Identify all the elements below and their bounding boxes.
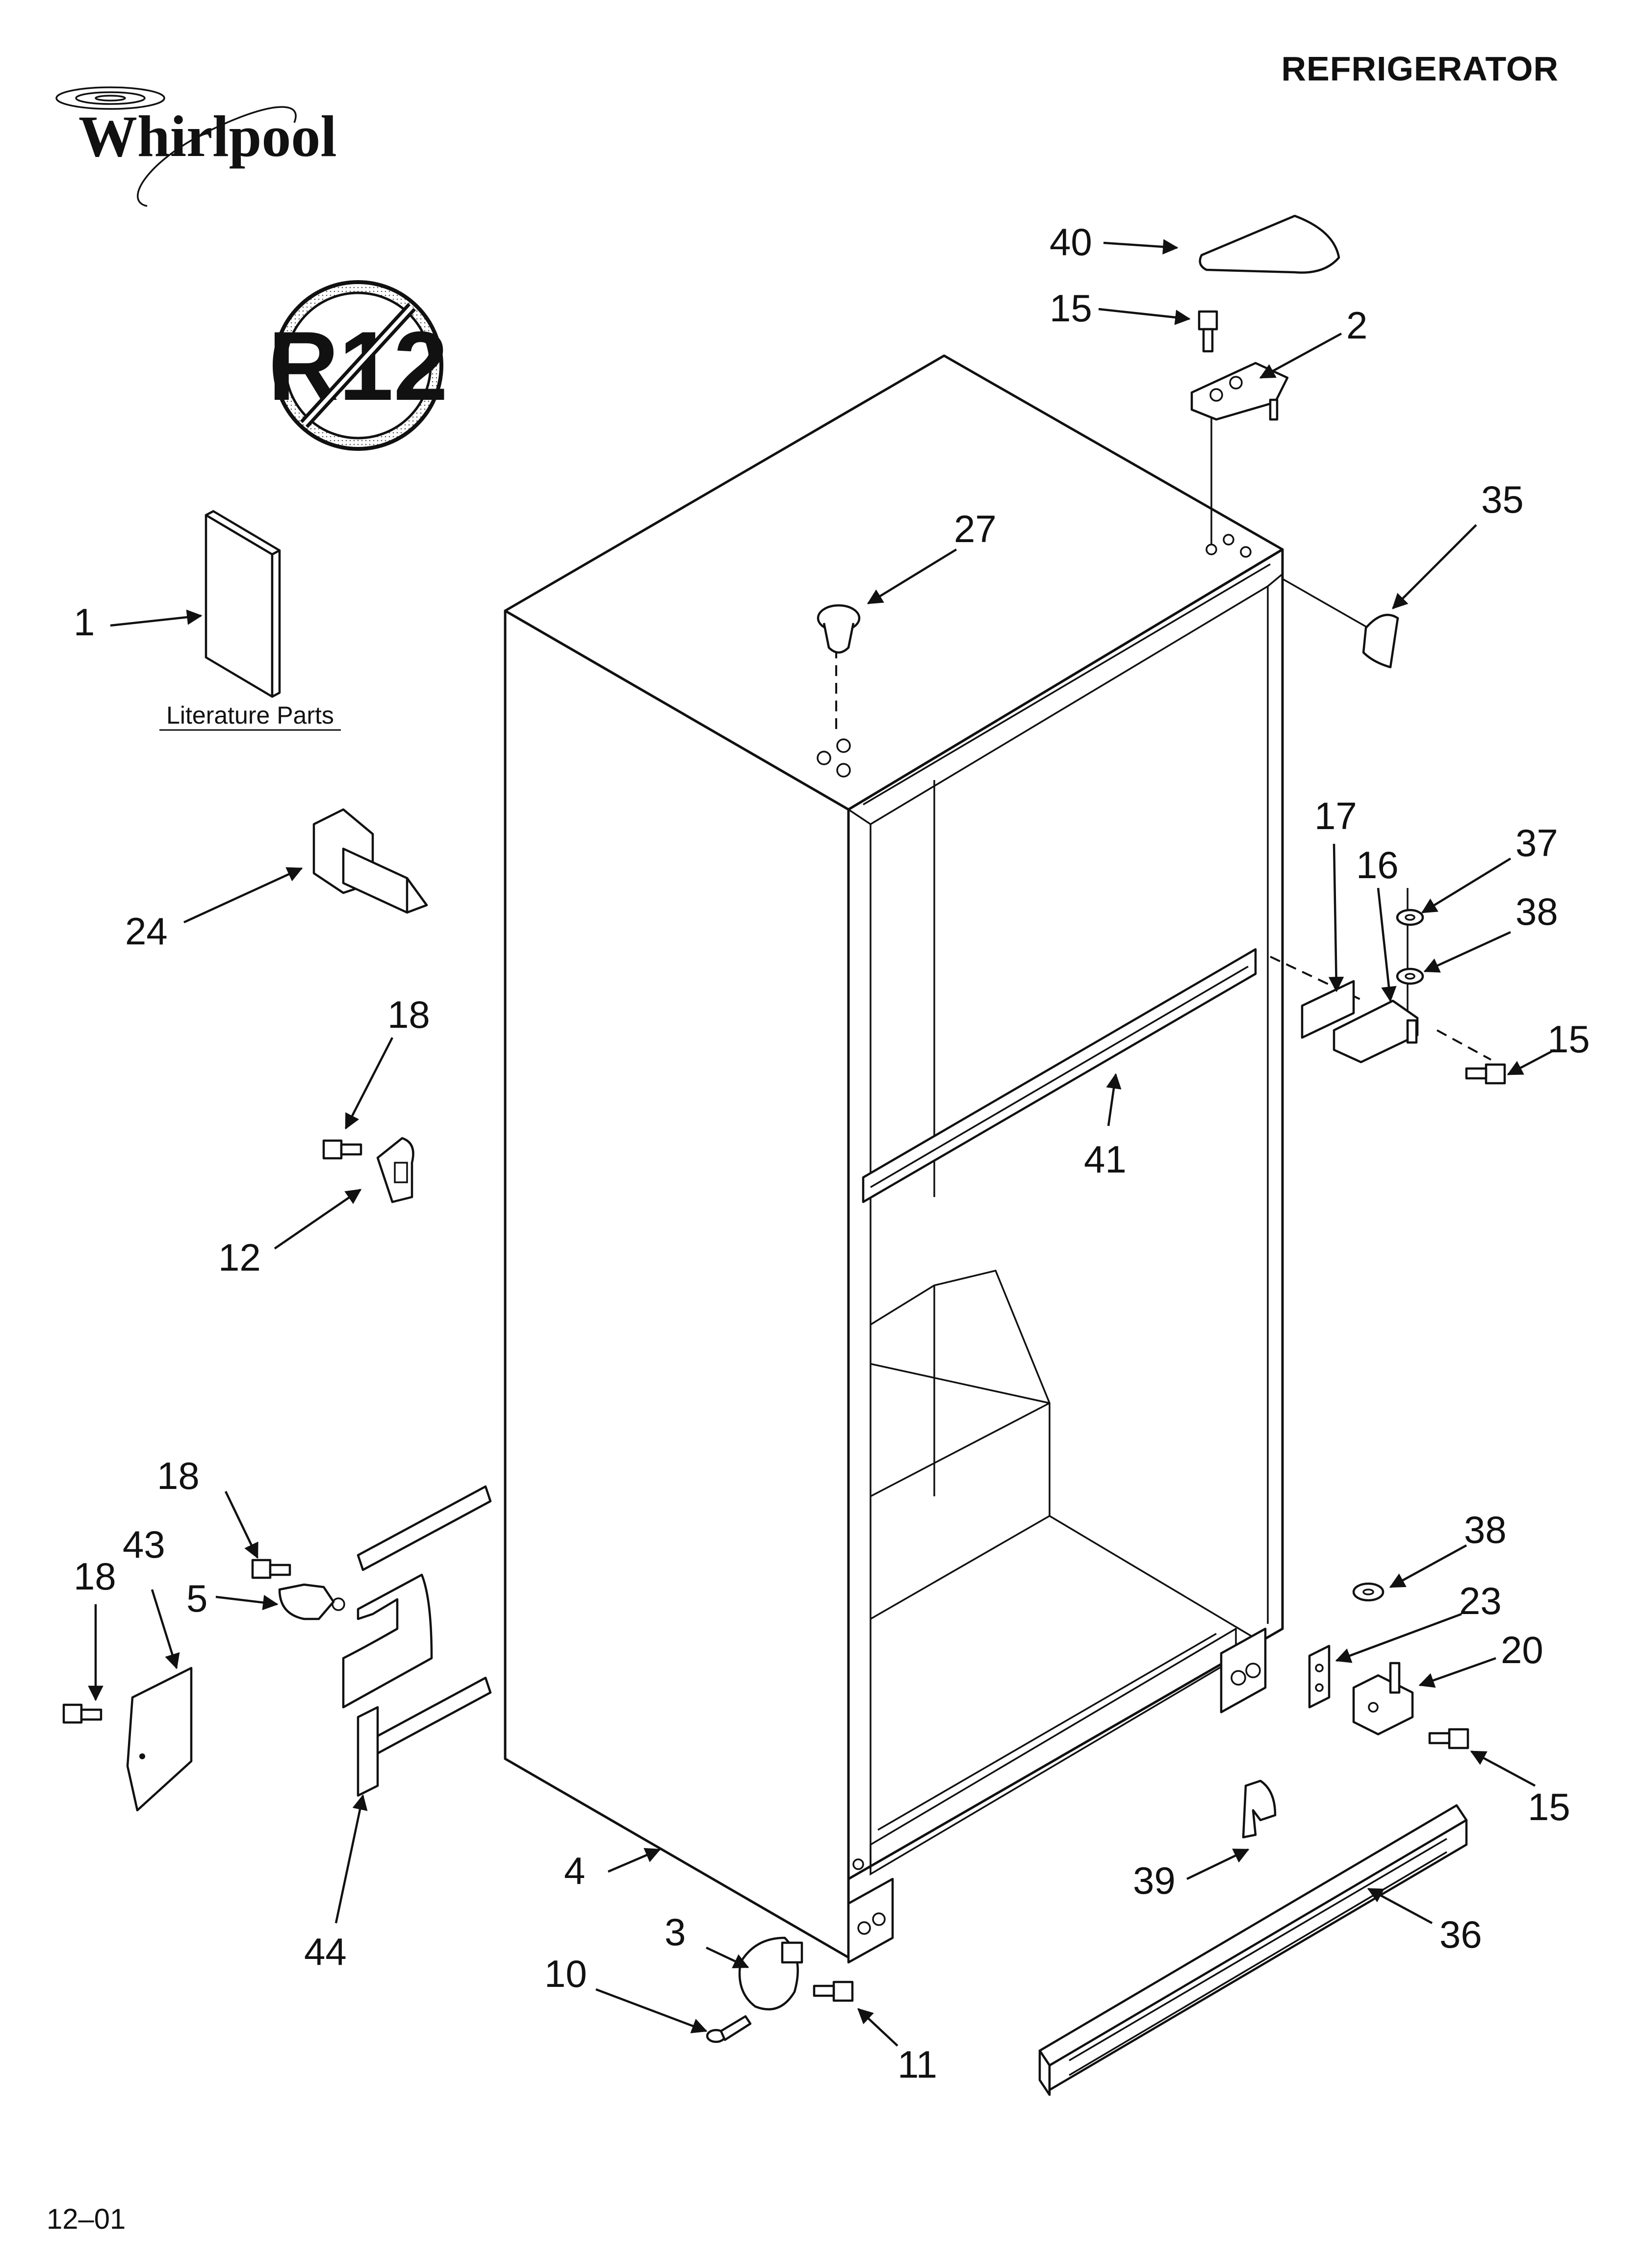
cover-35-guide <box>1282 578 1369 629</box>
callout-18-middle: 18 <box>157 1454 200 1497</box>
callout-35: 35 <box>1481 478 1524 521</box>
callout-37: 37 <box>1515 821 1558 864</box>
callout-17: 17 <box>1314 794 1357 837</box>
leveling-roller-3 <box>738 1936 803 2010</box>
callout-12: 12 <box>218 1236 261 1279</box>
door-stop-24 <box>312 808 428 914</box>
no-r12-badge: R12 <box>268 280 448 451</box>
bracket-12 <box>376 1137 414 1203</box>
callout-23: 23 <box>1459 1579 1502 1622</box>
hinge-cap-35 <box>1362 614 1399 669</box>
callout-39: 39 <box>1133 1859 1176 1902</box>
washer-38-upper <box>1396 967 1424 985</box>
screw-15-middle <box>1465 1063 1506 1085</box>
toe-grille-36 <box>1038 1804 1468 2096</box>
literature-booklet <box>205 510 281 698</box>
screw-15-top <box>1198 310 1218 353</box>
callout-2: 2 <box>1346 304 1367 347</box>
callout-20: 20 <box>1501 1628 1543 1671</box>
callouts: 40 15 2 35 27 1 24 18 12 17 16 37 38 15 … <box>74 220 1590 2086</box>
callout-44: 44 <box>304 1930 347 1973</box>
literature-label: Literature Parts <box>166 702 334 729</box>
leader-lines <box>88 239 1556 2047</box>
callout-10: 10 <box>544 1952 587 1995</box>
hinge-cover-40 <box>1199 214 1340 274</box>
screw-18-left <box>62 1703 103 1724</box>
callout-3: 3 <box>665 1910 686 1954</box>
callout-1: 1 <box>74 600 95 644</box>
callout-18-left: 18 <box>74 1555 116 1598</box>
callout-16: 16 <box>1356 843 1399 886</box>
revision-code: 12–01 <box>47 2203 126 2235</box>
bottom-hinge-20 <box>1352 1662 1414 1736</box>
callout-24: 24 <box>125 910 168 953</box>
rail-44 <box>342 1485 492 1797</box>
screw-18-middle <box>251 1559 291 1579</box>
pin-10 <box>706 2015 752 2043</box>
grille-clip-39 <box>1242 1779 1277 1839</box>
callout-15-top: 15 <box>1050 287 1092 330</box>
callout-36: 36 <box>1439 1913 1482 1956</box>
callout-11: 11 <box>898 2043 937 2086</box>
callout-18-upper: 18 <box>387 993 430 1036</box>
screw-11 <box>813 1981 854 2002</box>
callout-40: 40 <box>1050 220 1092 263</box>
callout-38-upper: 38 <box>1515 890 1558 933</box>
hinge-shim-23 <box>1308 1644 1331 1709</box>
callout-15-lower: 15 <box>1528 1785 1570 1828</box>
callout-43: 43 <box>123 1523 165 1566</box>
page-title: REFRIGERATOR <box>1281 50 1559 88</box>
washer-38-lower <box>1352 1582 1385 1602</box>
brand-logo: Whirlpool <box>55 86 337 207</box>
callout-41: 41 <box>1084 1138 1127 1181</box>
callout-15-middle: 15 <box>1547 1017 1590 1061</box>
plug-27 <box>817 604 861 654</box>
callout-27: 27 <box>954 507 997 550</box>
washer-37 <box>1396 909 1424 926</box>
screw-15-guide <box>1437 1029 1491 1061</box>
clamp-5 <box>278 1583 345 1620</box>
callout-4: 4 <box>564 1849 585 1892</box>
callout-38-lower: 38 <box>1464 1508 1507 1551</box>
callout-5: 5 <box>186 1577 207 1620</box>
screw-18-upper <box>322 1139 362 1160</box>
refrigerator-cabinet <box>504 354 1284 1964</box>
svg-text:Whirlpool: Whirlpool <box>78 104 337 169</box>
screw-15-lower <box>1428 1728 1469 1749</box>
cover-43 <box>126 1667 193 1812</box>
